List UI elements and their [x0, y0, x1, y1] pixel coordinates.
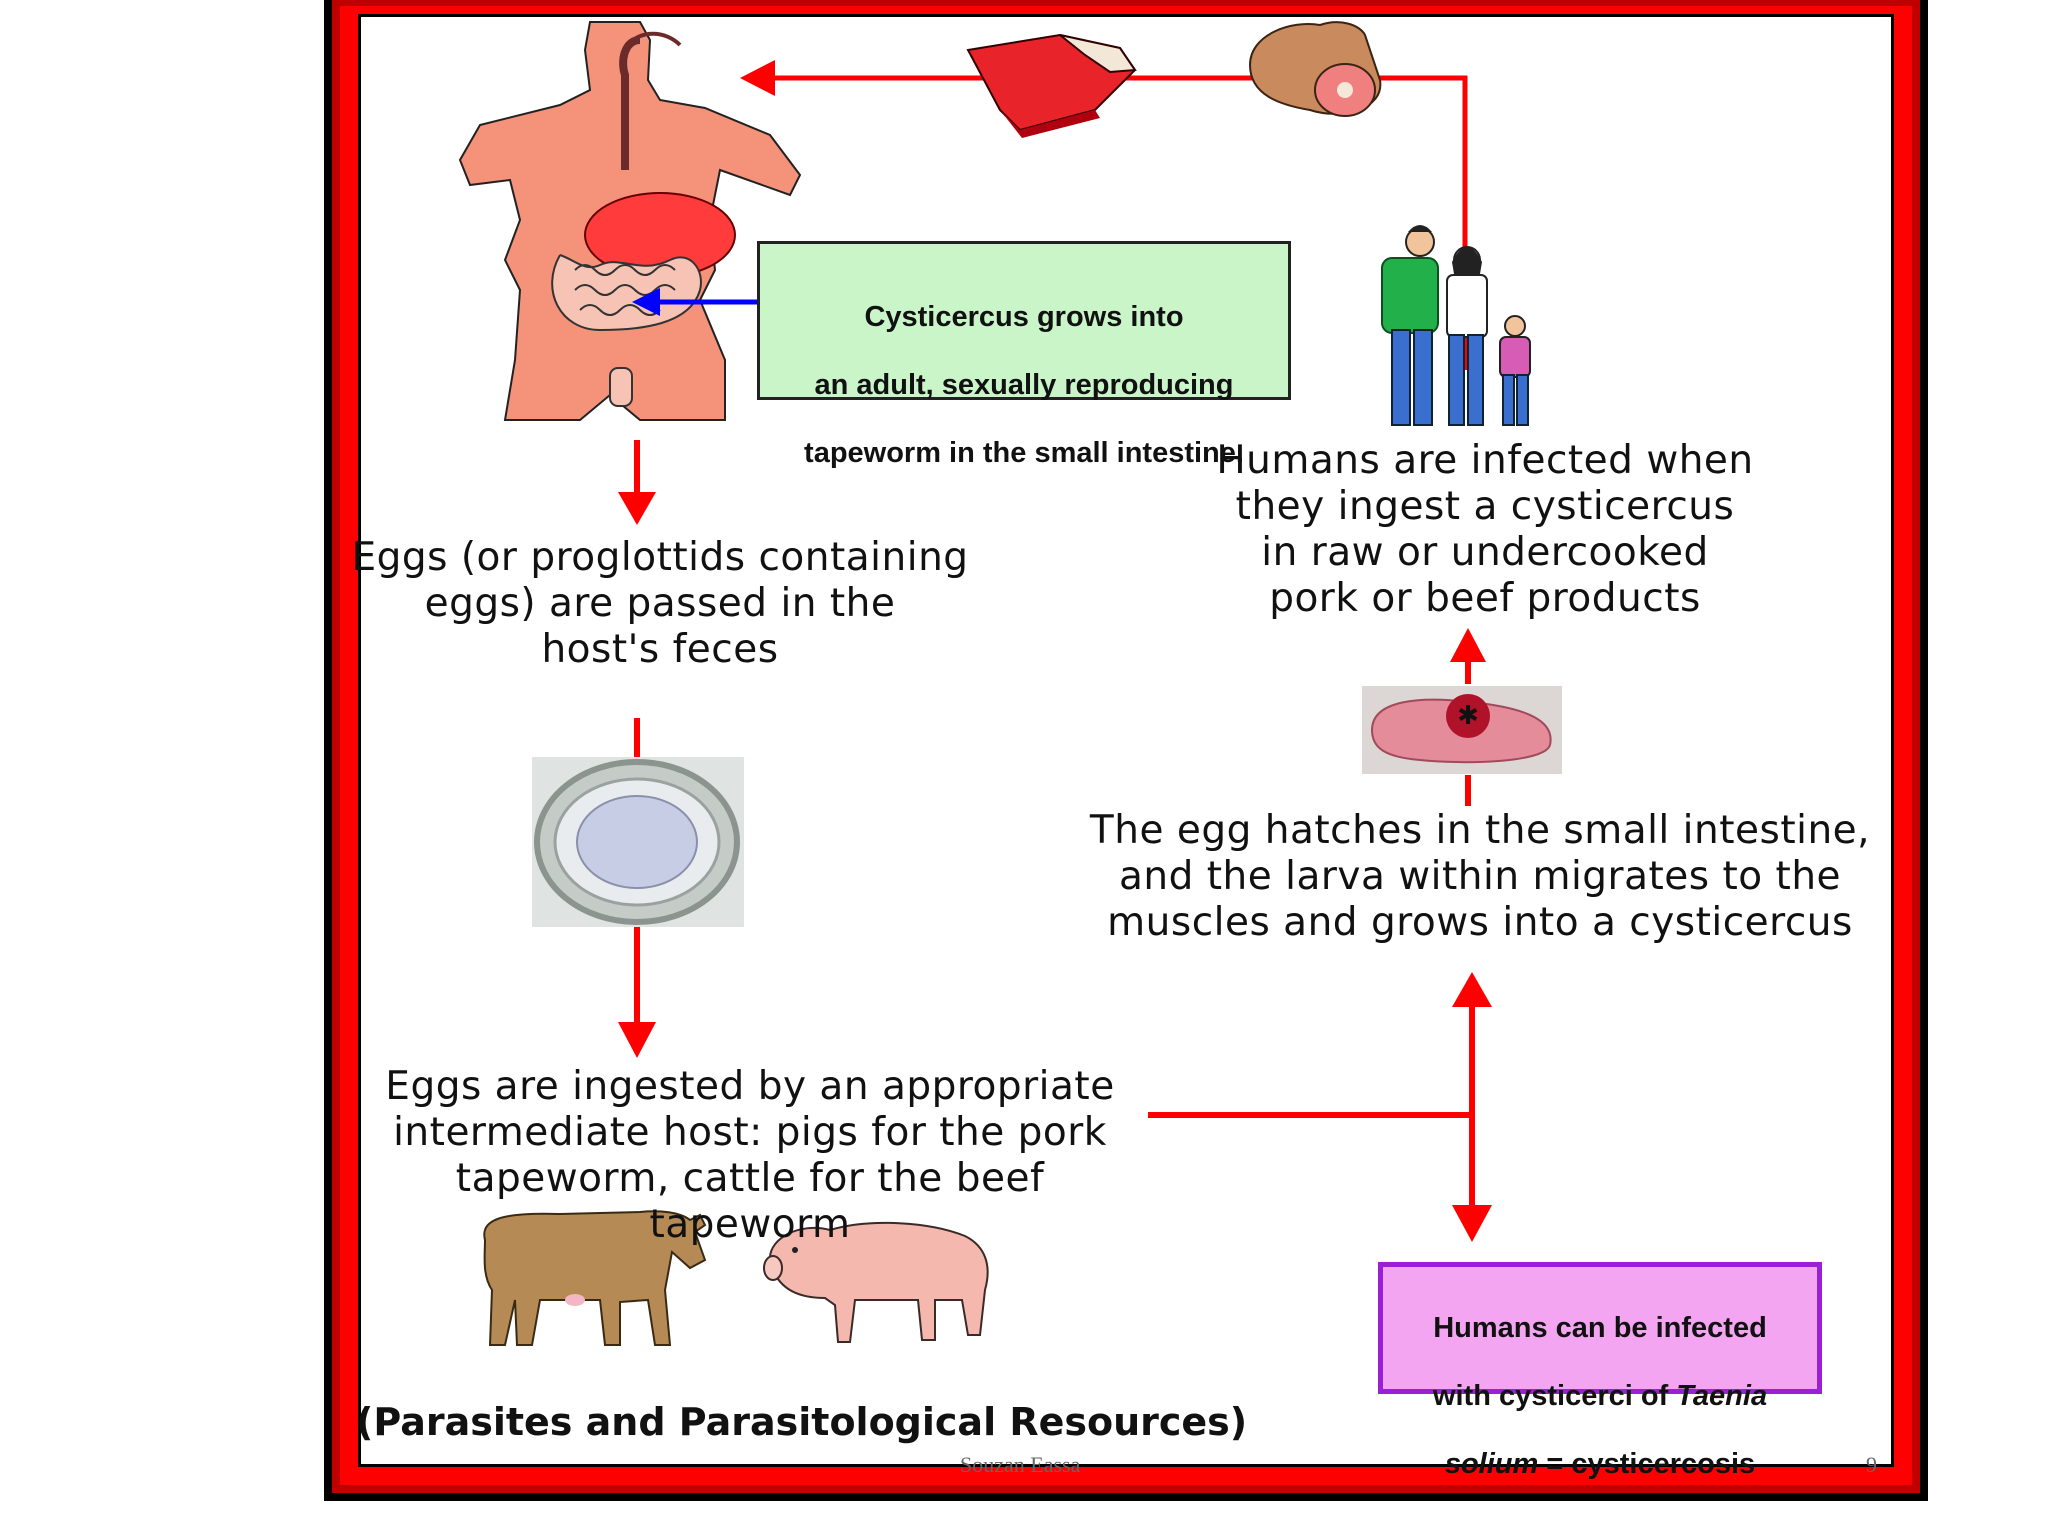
source-credit: (Parasites and Parasitological Resources…: [356, 1400, 1248, 1444]
eggs-ingested-label: Eggs are ingested by an appropriate inte…: [385, 1064, 1115, 1247]
cysticercosis-box: Humans can be infected with cysticerci o…: [1378, 1262, 1822, 1480]
adult-box-line-2: an adult, sexually reproducing: [814, 369, 1234, 401]
oncosphere-larva-icon: ✱: [1362, 686, 1562, 774]
arrow-human-to-eggs: [618, 440, 656, 525]
pig-icon: [763, 1221, 989, 1343]
meat-steak-icon: [966, 33, 1137, 138]
cysticercosis-line-2: with cysticerci of Taenia: [1383, 1379, 1817, 1413]
adult-tapeworm-box: Cysticercus grows into an adult, sexuall…: [757, 241, 1291, 469]
ham-icon: [1248, 21, 1382, 117]
page-number: 9: [1866, 1452, 1877, 1477]
family-icon: [1381, 225, 1531, 426]
tapeworm-egg-icon: [532, 757, 744, 927]
taenia-genus: Taenia: [1676, 1380, 1768, 1412]
eggs-passed-label: Eggs (or proglottids containing eggs) ar…: [351, 535, 969, 672]
solium-species: solium: [1444, 1448, 1539, 1480]
cow-icon: [483, 1210, 707, 1346]
blue-arrow: [632, 288, 757, 316]
arrow-egg-to-host: [618, 927, 656, 1058]
cysticercosis-line-3: solium = cysticercosis: [1383, 1447, 1817, 1481]
humans-infected-label: Humans are infected when they ingest a c…: [1216, 438, 1754, 621]
arrow-host-branch: [1148, 972, 1492, 1242]
egg-hatches-label: The egg hatches in the small intestine, …: [1089, 808, 1871, 945]
cysticercosis-line-3-text: = cysticercosis: [1538, 1448, 1756, 1480]
footer-author: Souzan Eassa: [960, 1452, 1081, 1477]
adult-box-line-1: Cysticercus grows into: [864, 301, 1184, 333]
cysticercosis-line-2-text: with cysticerci of: [1432, 1380, 1677, 1412]
arrow-larva-to-humans: [1450, 628, 1486, 806]
adult-box-line-3: tapeworm in the small intestine.: [804, 437, 1244, 469]
human-torso-digestive-icon: [458, 21, 802, 421]
cysticercosis-line-1: Humans can be infected: [1433, 1312, 1767, 1344]
svg-text:✱: ✱: [1457, 701, 1479, 731]
